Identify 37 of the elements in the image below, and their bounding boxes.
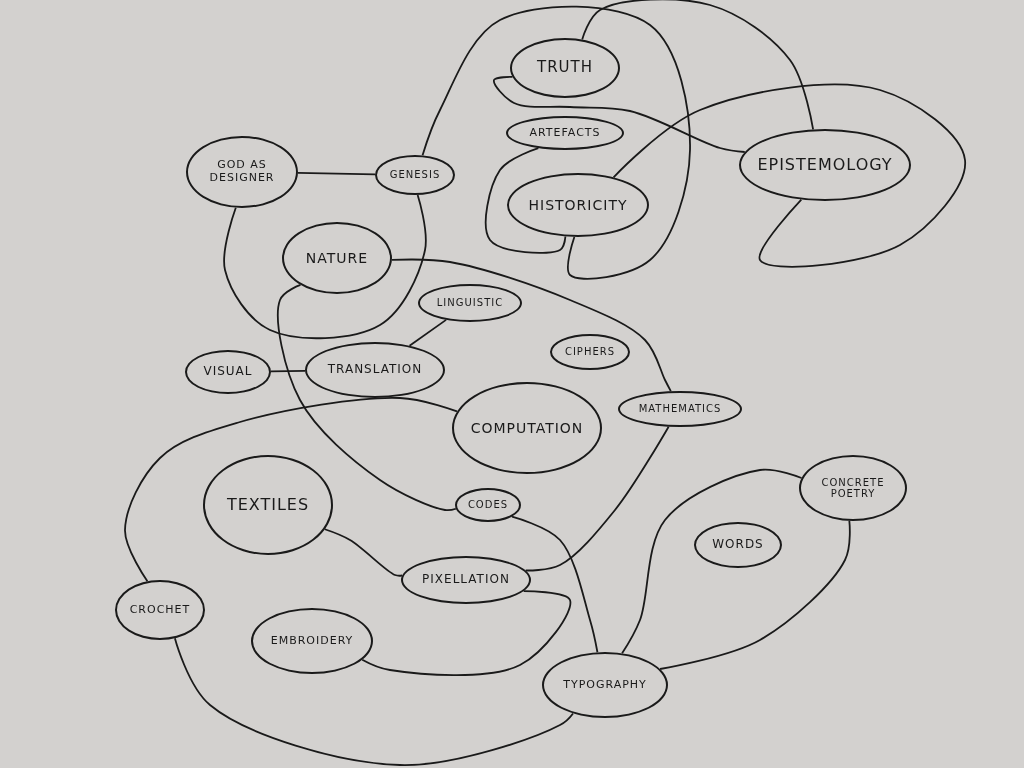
concept-bubble: COMPUTATION <box>452 382 602 474</box>
concept-bubble: LINGUISTIC <box>418 284 522 322</box>
connector-line <box>524 425 670 572</box>
connector-line <box>621 468 803 655</box>
concept-bubble: GOD AS DESIGNER <box>186 136 298 208</box>
concept-bubble: VISUAL <box>185 350 271 394</box>
concept-bubble: HISTORICITY <box>507 173 649 237</box>
connector-line <box>612 83 966 268</box>
connector-line <box>174 637 574 766</box>
concept-bubble: ARTEFACTS <box>506 116 624 150</box>
concept-bubble: TYPOGRAPHY <box>542 652 668 718</box>
concept-bubble: EPISTEMOLOGY <box>739 129 911 201</box>
concept-bubble: TRUTH <box>510 38 620 98</box>
connector-line <box>421 5 691 280</box>
concept-bubble: CODES <box>455 488 521 522</box>
connector-line <box>484 147 567 254</box>
connector-line <box>277 284 457 512</box>
connector-line <box>493 75 746 153</box>
connector-line <box>223 194 427 340</box>
concept-bubble: TRANSLATION <box>305 342 445 398</box>
concept-bubble: GENESIS <box>375 155 455 195</box>
concept-bubble: PIXELLATION <box>401 556 531 604</box>
connector-line <box>581 0 814 131</box>
connector-line <box>659 520 851 670</box>
concept-bubble: WORDS <box>694 522 782 568</box>
concept-bubble: EMBROIDERY <box>251 608 373 674</box>
concept-bubble: CONCRETE POETRY <box>799 455 907 521</box>
concept-bubble: NATURE <box>282 222 392 294</box>
connector-line <box>361 590 572 676</box>
connector-line <box>297 172 376 176</box>
concept-bubble: CROCHET <box>115 580 205 640</box>
concept-bubble: TEXTILES <box>203 455 333 555</box>
concept-bubble: CIPHERS <box>550 334 630 370</box>
concept-bubble: MATHEMATICS <box>618 391 742 427</box>
connector-line <box>124 397 458 583</box>
connector-line <box>391 258 672 393</box>
connector-line <box>270 370 306 373</box>
